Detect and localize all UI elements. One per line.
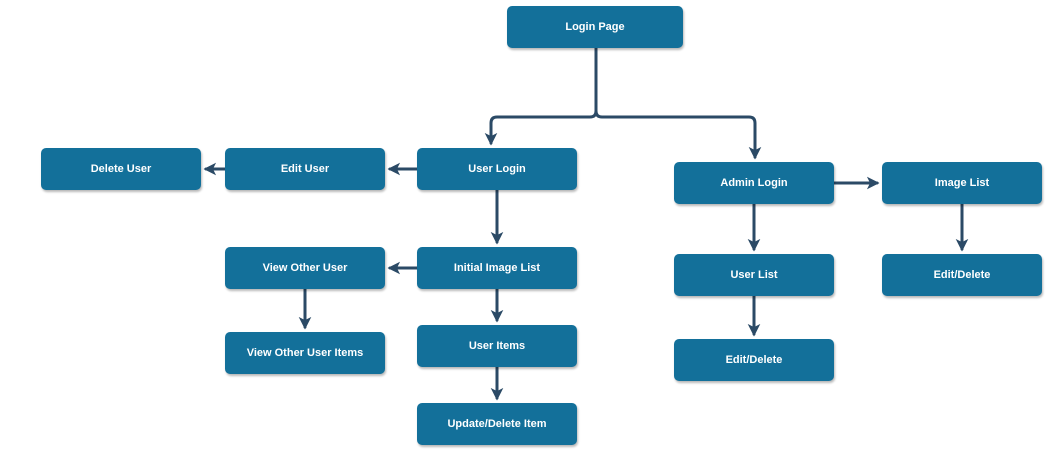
node-admin-login[interactable]: Admin Login [674,162,834,204]
node-image-list[interactable]: Image List [882,162,1042,204]
node-edit-user[interactable]: Edit User [225,148,385,190]
edge-login-to-user-login [484,46,598,146]
node-user-list[interactable]: User List [674,254,834,296]
edge-login-to-admin-login [594,46,762,160]
node-login-page[interactable]: Login Page [507,6,683,48]
node-delete-user[interactable]: Delete User [41,148,201,190]
node-view-other-user-items[interactable]: View Other User Items [225,332,385,374]
node-user-login[interactable]: User Login [417,148,577,190]
node-view-other-user[interactable]: View Other User [225,247,385,289]
node-edit-delete-images[interactable]: Edit/Delete [882,254,1042,296]
node-edit-delete-users[interactable]: Edit/Delete [674,339,834,381]
node-update-delete-item[interactable]: Update/Delete Item [417,403,577,445]
node-initial-image-list[interactable]: Initial Image List [417,247,577,289]
node-user-items[interactable]: User Items [417,325,577,367]
